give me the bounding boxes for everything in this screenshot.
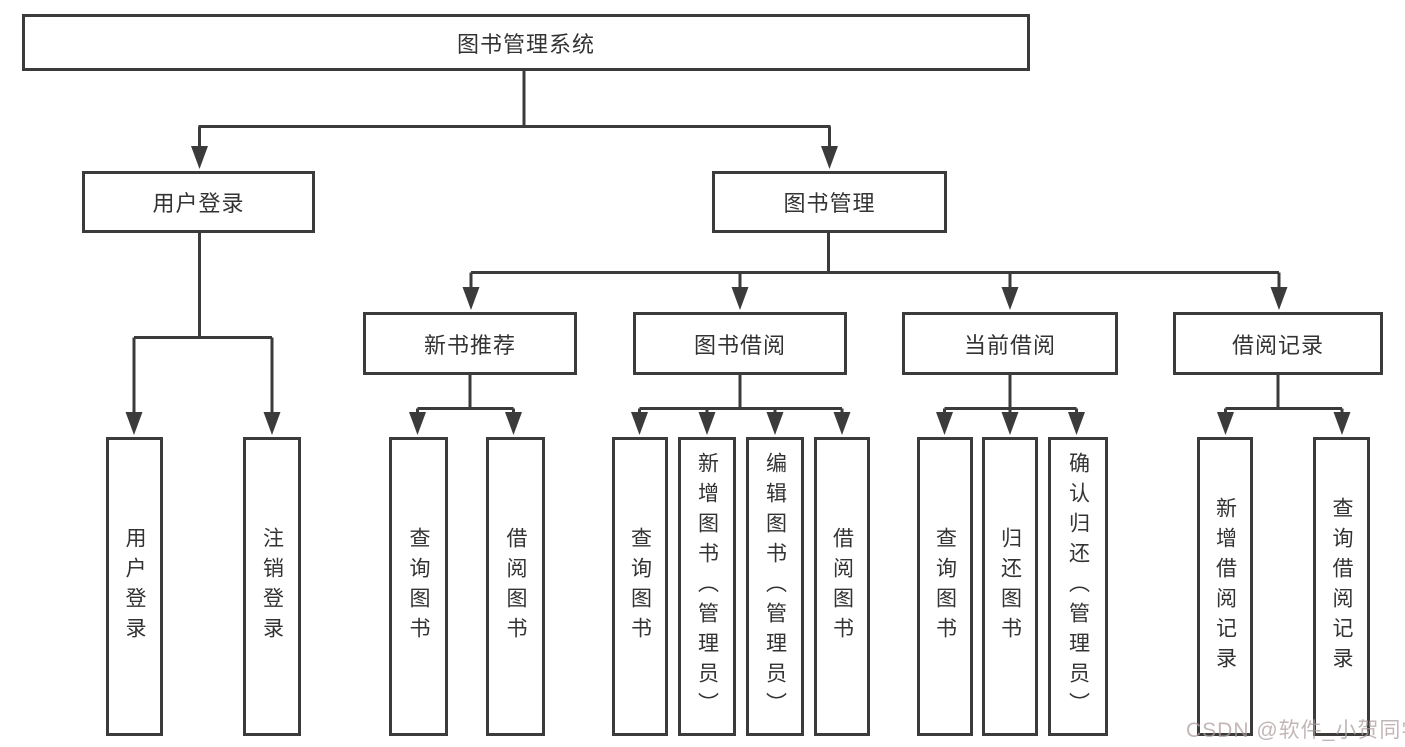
node-book-management: 图书管理 [712,171,947,233]
connector-newbook-to-leaves [416,375,515,414]
arrowhead-borrow-records [1270,287,1288,310]
leaf-edit-books-admin: 编辑图书（管理员） [746,437,804,736]
arrowhead-leaf-user-login [125,412,143,435]
node-new-book-recommend: 新书推荐 [363,312,577,375]
arrowhead-book-borrow [731,287,749,310]
connector-borrow-to-leaves [638,375,844,414]
arrowhead-current-borrow [1001,287,1019,310]
leaf-query-books-2: 查询图书 [612,437,668,736]
connector-root-to-level2 [198,71,831,147]
arrowhead-new-book-recommend [462,287,480,310]
node-borrow-records: 借阅记录 [1173,312,1383,375]
node-label: 新书推荐 [423,332,516,358]
node-label: 查询图书 [628,526,652,647]
arrowhead-add-record [1217,412,1234,435]
arrowhead-query-books-3 [936,412,953,435]
arrowhead-query-books-1 [409,412,426,435]
node-label: 用户登录 [152,191,245,216]
node-label: 当前借阅 [963,332,1056,358]
leaf-borrow-books-1: 借阅图书 [486,437,545,736]
arrowhead-add-books [698,412,716,435]
arrowhead-borrow-books-1 [505,412,522,435]
node-label: 借阅图书 [504,526,527,647]
node-label: 查询借阅记录 [1330,496,1353,677]
arrowhead-query-books-2 [631,412,648,435]
node-label: 查询图书 [933,526,957,647]
node-label: 图书管理 [783,191,876,216]
node-label: 注销登录 [260,526,284,647]
node-label: 查询图书 [407,526,430,647]
node-user-login: 用户登录 [82,171,315,233]
node-label: 借阅图书 [830,526,854,647]
leaf-add-borrow-record: 新增借阅记录 [1197,437,1253,736]
leaf-user-login: 用户登录 [106,437,163,736]
node-label: 图书借阅 [693,332,786,358]
node-label: 借阅记录 [1231,332,1324,358]
leaf-add-books-admin: 新增图书（管理员） [678,437,736,736]
arrowhead-query-record [1333,412,1351,435]
arrowhead-user-login [191,146,208,169]
node-library-system: 图书管理系统 [22,14,1030,71]
node-label: 用户登录 [123,526,146,647]
node-book-borrow: 图书借阅 [633,312,847,375]
node-label: 图书管理系统 [456,31,595,57]
node-label: 编辑图书（管理员） [763,451,787,722]
node-label: 新增图书（管理员） [695,451,719,722]
leaf-return-books: 归还图书 [982,437,1038,736]
leaf-query-borrow-record: 查询借阅记录 [1313,437,1370,736]
leaf-logout: 注销登录 [243,437,301,736]
arrowhead-return-books [1001,412,1019,435]
leaf-borrow-books-2: 借阅图书 [814,437,870,736]
leaf-query-books-1: 查询图书 [389,437,448,736]
arrowhead-edit-books [766,412,784,435]
node-label: 归还图书 [998,526,1022,647]
connector-records-to-leaves [1224,375,1344,414]
arrowhead-book-management [821,146,838,169]
node-label: 新增借阅记录 [1213,496,1237,677]
node-label: 确认归还（管理员） [1066,451,1090,722]
arrowhead-leaf-logout [263,412,281,435]
arrowhead-borrow-books-2 [833,412,851,435]
connector-current-to-leaves [943,375,1078,414]
node-current-borrow: 当前借阅 [902,312,1118,375]
connector-mgmt-to-level3 [469,233,1281,288]
csdn-watermark: CSDN @软件_小贺同学 [1186,719,1405,742]
arrowhead-confirm-return [1068,412,1085,435]
leaf-confirm-return-admin: 确认归还（管理员） [1048,437,1108,736]
leaf-query-books-3: 查询图书 [917,437,973,736]
connector-login-to-leaves [132,233,274,413]
